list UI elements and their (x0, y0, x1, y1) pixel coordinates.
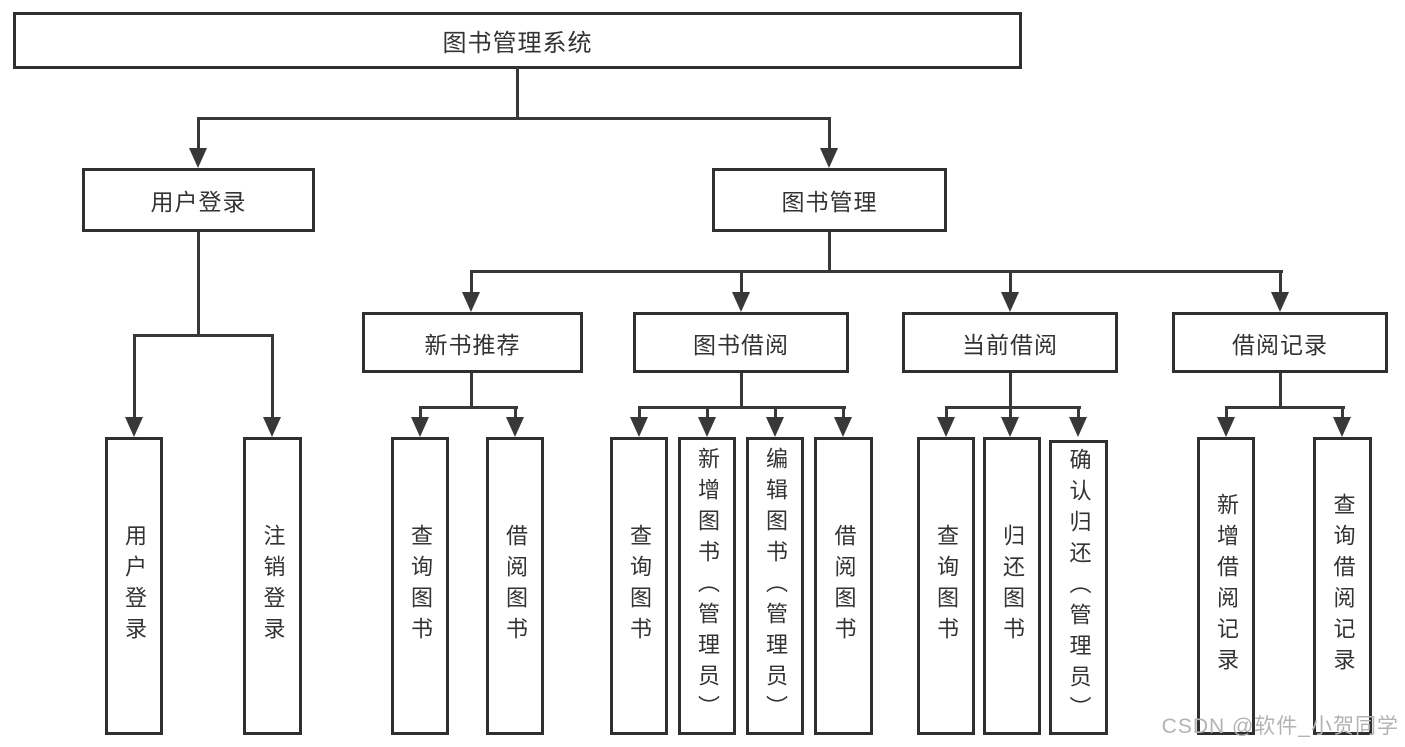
arrowhead-c1 (630, 417, 648, 437)
leaf-add-borrow-record: 新增借阅记录 (1197, 437, 1255, 735)
connector-stub-c3 (774, 406, 777, 420)
arrowhead-d2 (1001, 417, 1019, 437)
connector-newbook-vertical (470, 373, 473, 409)
connector-borrowing-horizontal (638, 406, 846, 409)
arrowhead-c3 (766, 417, 784, 437)
connector-root-vertical (516, 67, 519, 119)
connector-stub-leaf-logout (271, 334, 274, 419)
connector-book-management-vertical (828, 232, 831, 273)
connector-stub-c2 (706, 406, 709, 420)
leaf-logout-login-label: 注销登录 (260, 524, 286, 648)
leaf-edit-books-admin-label: 编辑图书（管理员） (763, 446, 788, 726)
connector-stub-book-borrow (740, 270, 743, 294)
arrowhead-current-borrow (1001, 292, 1019, 312)
arrowhead-d1 (937, 417, 955, 437)
node-book-borrowing-label: 图书借阅 (693, 331, 789, 358)
leaf-user-login: 用户登录 (105, 437, 163, 735)
leaf-query-books-recommend: 查询图书 (391, 437, 449, 735)
arrowhead-b2 (506, 417, 524, 437)
connector-stub-user-login (197, 117, 200, 150)
leaf-query-books-borrowing-label: 查询图书 (627, 524, 652, 648)
connector-stub-book-management (828, 117, 831, 150)
node-book-borrowing: 图书借阅 (633, 312, 849, 373)
leaf-user-login-label: 用户登录 (122, 524, 147, 648)
arrowhead-e1 (1217, 417, 1235, 437)
node-borrow-records: 借阅记录 (1172, 312, 1388, 373)
connector-stub-d3 (1077, 406, 1080, 420)
node-user-login: 用户登录 (82, 168, 315, 232)
arrowhead-book-borrow (732, 292, 750, 312)
arrowhead-b1 (411, 417, 429, 437)
connector-records-horizontal (1225, 406, 1345, 409)
leaf-logout-login: 注销登录 (243, 437, 302, 735)
leaf-query-books-current: 查询图书 (917, 437, 975, 735)
arrowhead-borrow-records (1271, 292, 1289, 312)
leaf-return-books: 归还图书 (983, 437, 1041, 735)
leaf-query-borrow-record-label: 查询借阅记录 (1330, 493, 1356, 679)
connector-newbook-horizontal (419, 406, 518, 409)
connector-current-horizontal (945, 406, 1081, 409)
node-book-management: 图书管理 (712, 168, 947, 232)
connector-stub-c1 (638, 406, 641, 420)
arrowhead-e2 (1333, 417, 1351, 437)
arrowhead-leaf-user-login (125, 417, 143, 437)
leaf-query-books-current-label: 查询图书 (934, 524, 959, 648)
connector-records-vertical (1279, 373, 1282, 409)
connector-borrowing-vertical (740, 373, 743, 409)
arrowhead-user-login (189, 148, 207, 168)
connector-stub-current-borrow (1009, 270, 1012, 294)
leaf-confirm-return-admin: 确认归还（管理员） (1049, 440, 1108, 735)
connector-stub-b1 (419, 406, 422, 420)
leaf-borrow-books-recommend: 借阅图书 (486, 437, 544, 735)
node-current-borrowing: 当前借阅 (902, 312, 1118, 373)
arrowhead-book-management (820, 148, 838, 168)
csdn-watermark: CSDN @软件_小贺同学 (1161, 715, 1399, 738)
node-user-login-label: 用户登录 (150, 189, 247, 215)
leaf-borrow-books-borrowing-label: 借阅图书 (831, 524, 857, 648)
arrowhead-new-book (462, 292, 480, 312)
leaf-add-books-admin-label: 新增图书（管理员） (695, 446, 720, 726)
leaf-add-borrow-record-label: 新增借阅记录 (1214, 493, 1239, 679)
connector-stub-d1 (945, 406, 948, 420)
arrowhead-c2 (698, 417, 716, 437)
connector-current-vertical (1009, 373, 1012, 409)
node-library-management-system-label: 图书管理系统 (442, 30, 593, 57)
connector-stub-b2 (514, 406, 517, 420)
leaf-confirm-return-admin-label: 确认归还（管理员） (1066, 448, 1092, 727)
leaf-add-books-admin: 新增图书（管理员） (678, 437, 736, 735)
arrowhead-c4 (834, 417, 852, 437)
connector-stub-c4 (842, 406, 845, 420)
arrowhead-d3 (1069, 417, 1087, 437)
connector-user-login-horizontal (133, 334, 274, 337)
node-borrow-records-label: 借阅记录 (1232, 331, 1328, 358)
connector-stub-new-book (470, 270, 473, 294)
leaf-edit-books-admin: 编辑图书（管理员） (746, 437, 804, 735)
connector-stub-leaf-user-login (133, 334, 136, 419)
connector-stub-e2 (1341, 406, 1344, 420)
leaf-query-books-recommend-label: 查询图书 (408, 524, 433, 648)
connector-stub-e1 (1225, 406, 1228, 420)
connector-stub-borrow-records (1279, 270, 1282, 294)
node-new-book-recommend: 新书推荐 (362, 312, 583, 373)
leaf-borrow-books-recommend-label: 借阅图书 (503, 524, 528, 648)
node-new-book-recommend-label: 新书推荐 (424, 331, 521, 358)
node-book-management-label: 图书管理 (781, 189, 878, 215)
leaf-borrow-books-borrowing: 借阅图书 (814, 437, 873, 735)
node-current-borrowing-label: 当前借阅 (962, 331, 1058, 358)
connector-user-login-vertical (197, 232, 200, 337)
connector-level3-horizontal (470, 270, 1283, 273)
node-library-management-system: 图书管理系统 (13, 12, 1022, 69)
arrowhead-leaf-logout (263, 417, 281, 437)
leaf-query-borrow-record: 查询借阅记录 (1313, 437, 1372, 735)
leaf-return-books-label: 归还图书 (1000, 524, 1025, 648)
connector-stub-d2 (1009, 406, 1012, 420)
connector-level2-horizontal (197, 117, 831, 120)
leaf-query-books-borrowing: 查询图书 (610, 437, 668, 735)
